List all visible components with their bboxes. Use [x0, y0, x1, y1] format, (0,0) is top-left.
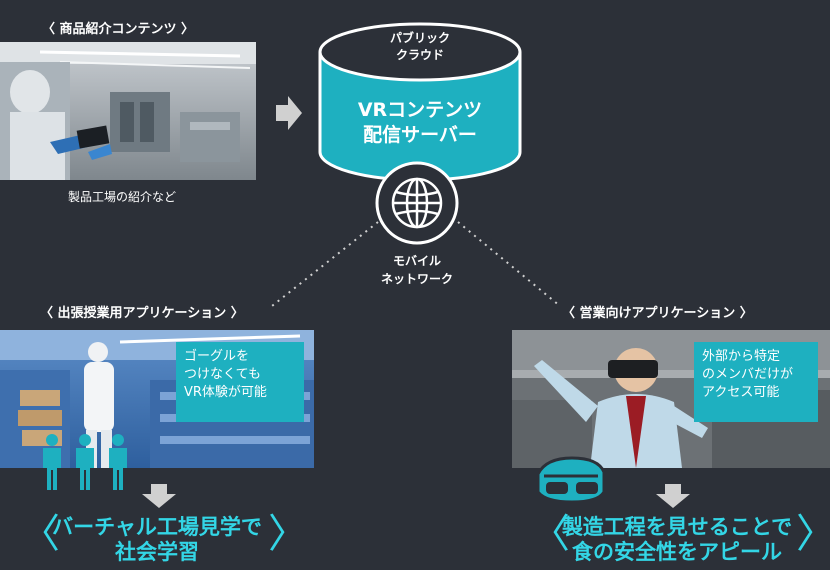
person-icon	[43, 434, 61, 490]
sales-note: 外部から特定 のメンバだけが アクセス可能	[694, 342, 818, 422]
sales-heading: 〈 営業向けアプリケーション 〉	[562, 306, 753, 321]
classroom-result: バーチャル工場見学で 社会学習	[52, 515, 262, 564]
classroom-note: ゴーグルを つけなくても VR体験が可能	[176, 342, 304, 422]
vr-user-photo	[512, 330, 830, 468]
result-bracket-right: 〉	[268, 511, 308, 557]
factory-photo	[0, 42, 256, 180]
result-bracket-left: 〈	[20, 511, 60, 557]
product-caption: 製品工場の紹介など	[68, 190, 177, 204]
server-label: VRコンテンツ 配信サーバー	[357, 99, 483, 146]
classroom-heading: 〈 出張授業用アプリケーション 〉	[40, 306, 244, 321]
vr-goggles-icon	[536, 456, 606, 504]
result-bracket-left: 〈	[530, 511, 570, 557]
result-bracket-right: 〉	[796, 514, 830, 554]
students-group	[43, 434, 127, 490]
arrow-icon	[276, 96, 302, 130]
person-icon	[76, 434, 94, 490]
sales-result: 製造工程を見せることで 食の安全性をアピール	[561, 515, 793, 564]
product-heading: 〈 商品紹介コンテンツ 〉	[42, 22, 195, 37]
person-icon	[109, 434, 127, 490]
down-arrow-icon	[656, 484, 690, 508]
cloud-label: パブリック クラウド	[389, 31, 450, 62]
globe-icon	[375, 161, 459, 245]
down-arrow-icon	[142, 484, 176, 508]
network-label: モバイル ネットワーク	[380, 254, 453, 286]
